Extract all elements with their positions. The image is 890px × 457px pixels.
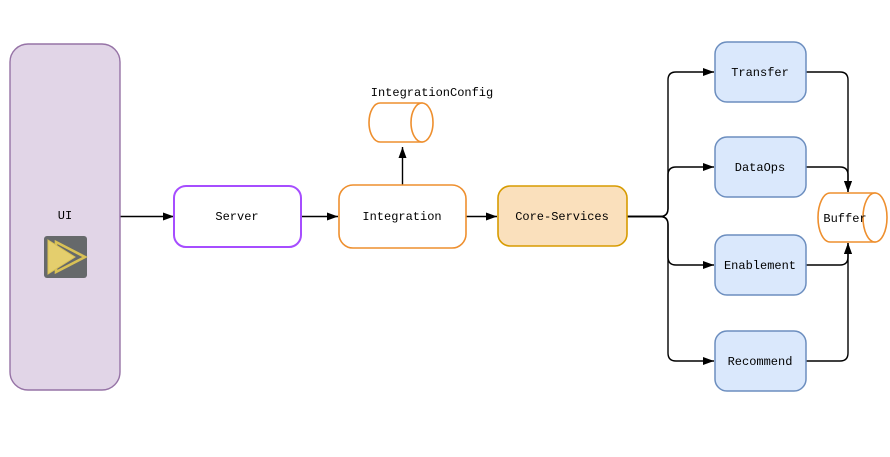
edge-coreservices-enablement bbox=[627, 215, 714, 269]
node-enablement-label: Enablement bbox=[724, 259, 796, 273]
node-transfer[interactable]: Transfer bbox=[714, 41, 807, 103]
node-integration[interactable]: Integration bbox=[338, 184, 467, 249]
node-transfer-label: Transfer bbox=[731, 66, 789, 80]
node-integration-label: Integration bbox=[362, 210, 441, 224]
edge-coreservices-dataops bbox=[627, 163, 714, 218]
node-buffer-label: Buffer bbox=[823, 212, 866, 226]
cylinder-body bbox=[817, 192, 876, 243]
cylinder-cap bbox=[410, 102, 434, 143]
edges bbox=[120, 68, 852, 365]
edge-enablement-buffer bbox=[806, 243, 852, 266]
node-server[interactable]: Server bbox=[173, 185, 302, 248]
node-recommend-label: Recommend bbox=[728, 355, 793, 369]
edge-transfer-buffer bbox=[806, 71, 852, 192]
cylinder-cap bbox=[862, 192, 888, 243]
node-core-services-label: Core-Services bbox=[515, 210, 609, 224]
node-integration-config[interactable]: IntegrationConfig bbox=[368, 86, 493, 143]
node-integration-config-label: IntegrationConfig bbox=[371, 86, 493, 100]
node-server-label: Server bbox=[215, 210, 258, 224]
node-dataops-label: DataOps bbox=[735, 161, 785, 175]
node-buffer[interactable]: Buffer bbox=[817, 192, 888, 243]
edge-coreservices-transfer bbox=[627, 68, 714, 218]
cylinder-body bbox=[368, 102, 423, 143]
edge-dataops-buffer bbox=[806, 166, 852, 192]
node-recommend[interactable]: Recommend bbox=[714, 330, 807, 392]
play-icon bbox=[44, 236, 88, 278]
edge-coreservices-recommend bbox=[627, 215, 714, 365]
node-ui[interactable]: UI bbox=[9, 43, 121, 391]
edge-recommend-buffer bbox=[806, 243, 852, 362]
node-enablement[interactable]: Enablement bbox=[714, 234, 807, 296]
node-core-services[interactable]: Core-Services bbox=[497, 185, 628, 247]
node-dataops[interactable]: DataOps bbox=[714, 136, 807, 198]
node-ui-label: UI bbox=[58, 209, 72, 223]
